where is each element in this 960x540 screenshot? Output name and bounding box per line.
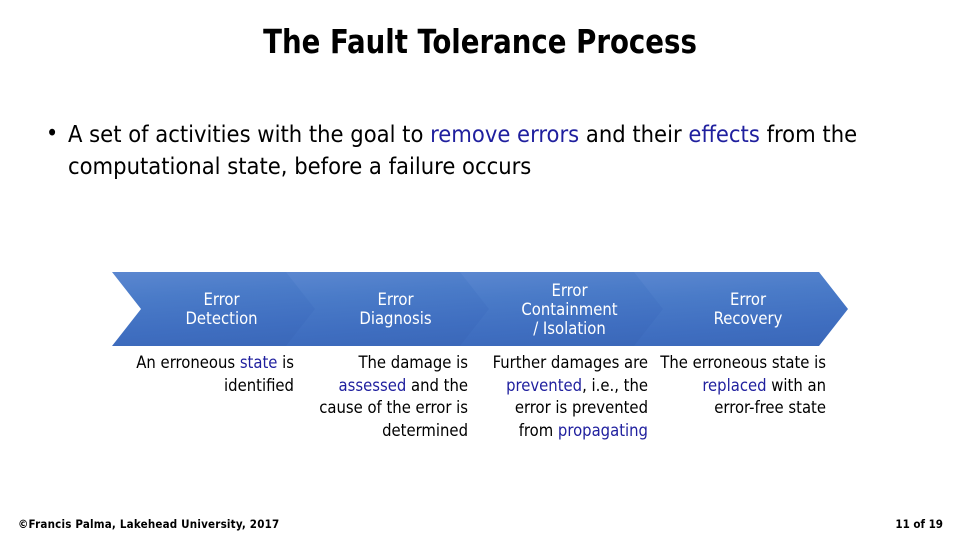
bullet-segment-2: and their [579,120,689,148]
process-step-label: Error Recovery [713,290,783,328]
bullet-segment-3: from the computational state, before a f… [68,120,858,180]
process-step-error-recovery[interactable]: Error Recovery [634,272,848,346]
process-step-label: Error Detection [185,290,258,328]
process-step-error-detection[interactable]: Error Detection [112,272,317,346]
process-description-error-detection: An erroneous state is identified [134,352,294,397]
process-step-label: Error Containment / Isolation [521,280,618,338]
process-step-label: Error Diagnosis [359,290,432,328]
desc-segment-pre: An erroneous [136,353,240,372]
desc-segment-pre: The damage is [358,353,468,372]
bullet-text: A set of activities with the goal to rem… [68,118,916,182]
bullet-highlight-effects: effects [688,120,760,148]
desc-segment-post: is identified [224,353,294,395]
desc-segment-pre: Further damages are [492,353,648,372]
process-diagram: Error Detection Error Diagnosis Error Co… [112,272,848,346]
bullet-highlight-remove-errors: remove errors [430,120,580,148]
process-description-error-recovery: The erroneous state is replaced with an … [658,352,826,420]
desc-highlight-2: propagating [557,420,648,440]
desc-segment-post: with an error-free state [714,375,826,418]
page-title: The Fault Tolerance Process [263,22,697,61]
desc-segment-pre: The erroneous state is [660,353,826,372]
process-description-error-containment-isolation: Further damages are prevented, i.e., the… [478,352,648,442]
desc-highlight: state [239,353,278,372]
bullet-marker: • [46,121,59,147]
process-step-error-containment-isolation[interactable]: Error Containment / Isolation [460,272,665,346]
process-descriptions: An erroneous state is identified The dam… [112,352,848,482]
bullet-list: • A set of activities with the goal to r… [46,118,916,182]
desc-segment-post: , i.e., the error is prevented from [514,375,648,440]
bullet-segment-1: A set of activities with the goal to [68,120,431,148]
list-item: • A set of activities with the goal to r… [46,118,916,182]
footer-page-number: 11 of 19 [895,517,943,531]
footer-copyright: ©Francis Palma, Lakehead University, 201… [18,517,280,531]
desc-highlight: replaced [702,375,767,395]
desc-highlight: assessed [338,375,407,395]
process-step-error-diagnosis[interactable]: Error Diagnosis [286,272,491,346]
desc-segment-post: and the cause of the error is determined [319,375,468,440]
process-description-error-diagnosis: The damage is assessed and the cause of … [308,352,468,442]
desc-highlight: prevented [506,375,583,395]
